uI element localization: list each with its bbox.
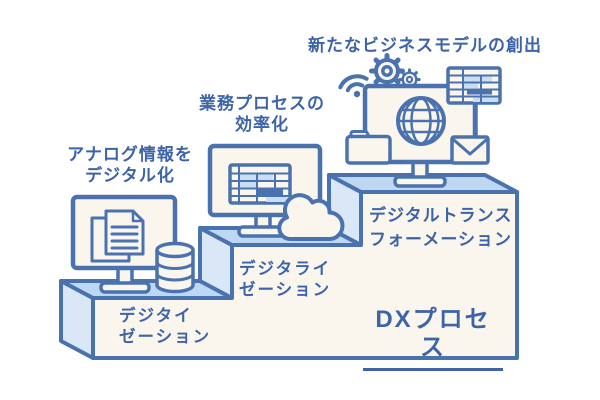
monitor-base — [393, 175, 447, 188]
digitalization-monitor — [207, 143, 345, 242]
monitor-base — [99, 281, 151, 294]
database-icon — [155, 241, 195, 294]
step2-caption: 業務プロセスの 効率化 — [199, 94, 325, 134]
folder-icon — [345, 130, 392, 165]
step3-label: デジタルトランス フォーメーション — [369, 206, 513, 249]
dx-process-label: DXプロセス — [363, 306, 503, 371]
digital-transformation-monitor — [338, 53, 502, 188]
table-icon — [446, 66, 502, 105]
documents-icon — [90, 209, 145, 263]
step3-caption: 新たなビジネスモデルの創出 — [308, 36, 542, 55]
step1-caption: アナログ情報を デジタル化 — [67, 145, 193, 185]
digitization-monitor — [70, 194, 195, 294]
spreadsheet-icon — [228, 163, 292, 205]
step1-label: デジタイ ゼーション — [119, 307, 212, 346]
cloud-icon — [277, 193, 345, 242]
step2-label: デジタライ ゼーション — [239, 260, 332, 299]
globe-icon — [396, 96, 446, 146]
staircase-front-face — [91, 190, 519, 360]
envelope-icon — [450, 135, 490, 165]
wifi-icon — [338, 74, 369, 98]
